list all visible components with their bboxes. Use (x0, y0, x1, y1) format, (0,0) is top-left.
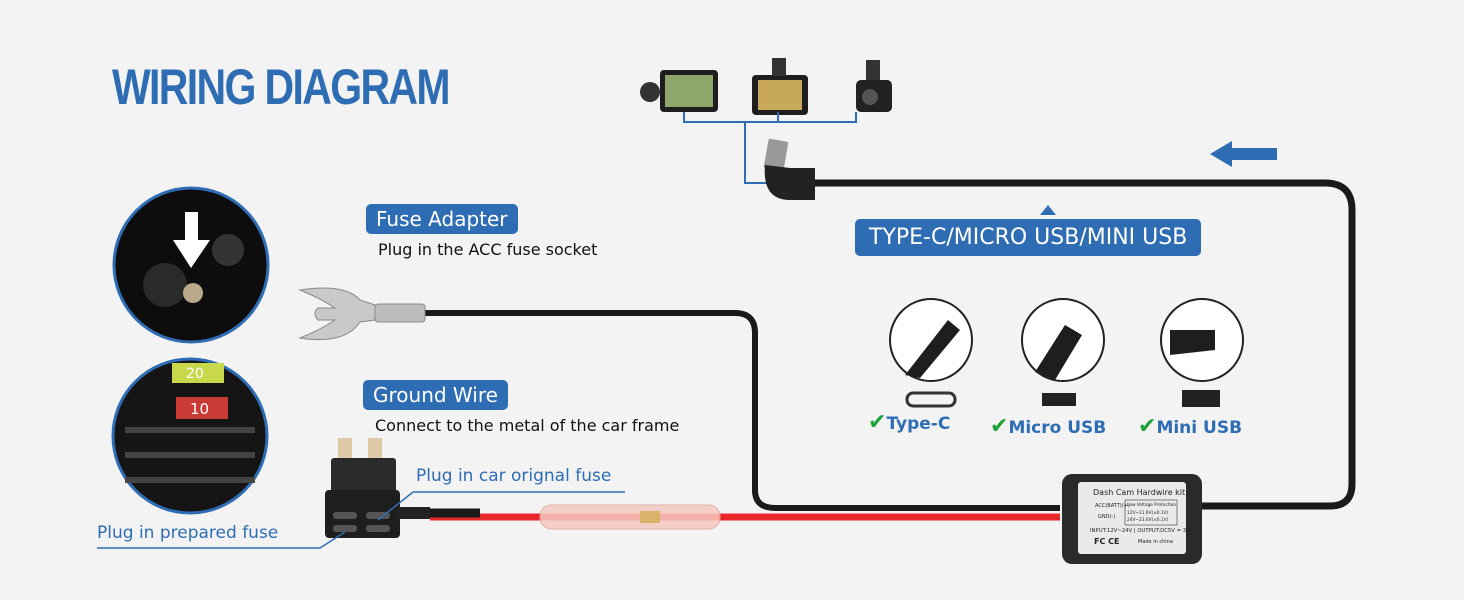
arrow-left-icon (1210, 141, 1277, 167)
connector-types-tag: TYPE-C/MICRO USB/MINI USB (855, 219, 1202, 256)
tag-pointer (1040, 205, 1056, 215)
ground-wire-tag: Ground Wire (363, 380, 508, 410)
fork-terminal (298, 287, 426, 341)
connector-type-c: ✔Type-C (868, 410, 950, 435)
gps-device (640, 70, 718, 112)
fuse-tap-adapter (325, 438, 430, 538)
hardwire-box-acc: ACC(BATT)(+) (1095, 503, 1130, 509)
connector-label: Type-C (886, 414, 951, 434)
plug-prepared-fuse-label: Plug in prepared fuse (97, 523, 279, 543)
fuse-box-photo: 20 10 (111, 357, 269, 515)
mini-usb-photo (1160, 298, 1244, 407)
ground-wire-desc: Connect to the metal of the car frame (375, 416, 680, 435)
inline-fuse (640, 511, 660, 523)
hardwire-box: Dash Cam Hardwire kit ACC(BATT)(+) GND(-… (1062, 474, 1202, 564)
connector-label: Micro USB (1008, 418, 1107, 438)
connector-label: Mini USB (1156, 418, 1243, 438)
page-title: WIRING DIAGRAM (112, 59, 451, 115)
check-icon: ✔ (990, 414, 1009, 439)
mini-dashcam-device (856, 60, 892, 112)
check-icon: ✔ (1138, 414, 1157, 439)
made-in-label: Made in china (1138, 539, 1173, 545)
hardwire-box-gnd: GND(-) (1098, 514, 1115, 520)
type-c-photo (889, 298, 973, 408)
hardwire-box-title: Dash Cam Hardwire kit (1093, 488, 1185, 497)
plug-original-fuse-label: Plug in car orignal fuse (416, 466, 612, 486)
original-fuse-callout-line (377, 491, 625, 521)
usb-angled-plug (763, 138, 815, 200)
inline-fuse-holder (539, 504, 721, 530)
connector-mini-usb: ✔Mini USB (1138, 414, 1242, 439)
protection-title: Low Voltage Protection (1127, 502, 1176, 508)
prepared-fuse-callout-line (97, 531, 346, 549)
certification-marks: FC CE (1094, 537, 1119, 546)
hardwire-box-io: INPUT:12V~24V | OUTPUT:DC5V = 3A (1090, 528, 1190, 534)
arrow-down-icon (173, 212, 210, 268)
fuse-adapter-desc: Plug in the ACC fuse socket (378, 240, 598, 259)
protection-24v: 24V~23.6V(±0.1V) (1127, 517, 1169, 523)
micro-usb-photo (1021, 298, 1105, 406)
dashcam-screen-device (752, 58, 808, 115)
fuse-top-rating: 20 (186, 366, 204, 382)
fuse-adapter-tag: Fuse Adapter (366, 204, 518, 234)
connector-micro-usb: ✔Micro USB (990, 414, 1106, 439)
fuse-bottom-rating: 10 (190, 400, 209, 418)
ground-bolt-photo (112, 186, 270, 344)
output-cable (815, 179, 1356, 510)
device-bracket (683, 112, 857, 184)
ground-cable (425, 310, 1060, 511)
check-icon: ✔ (868, 410, 887, 435)
protection-12v: 12V~11.6V(±0.1V) (1127, 510, 1169, 516)
